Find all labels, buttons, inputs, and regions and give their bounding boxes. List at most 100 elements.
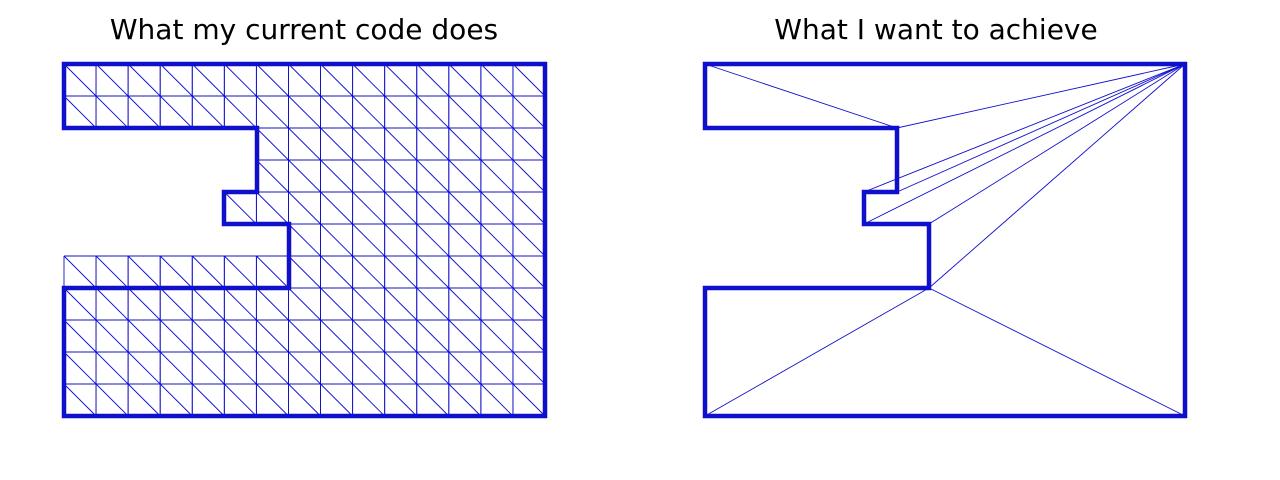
mesh-diagonal [191, 287, 225, 321]
mesh-diagonal [256, 383, 289, 417]
mesh-diagonal [416, 255, 450, 289]
mesh-diagonal [159, 255, 193, 289]
triangulation-edge [704, 63, 898, 129]
mesh-diagonal [224, 383, 257, 417]
mesh-diagonal [384, 383, 418, 417]
mesh-diagonal [127, 319, 161, 353]
mesh-diagonal [127, 63, 161, 97]
mesh-diagonal [416, 287, 450, 321]
mesh-diagonal [127, 255, 161, 289]
mesh-diagonal [95, 95, 129, 129]
mesh-diagonal [63, 383, 97, 417]
mesh-diagonal [448, 63, 482, 97]
mesh-diagonal [288, 127, 321, 161]
left-structured-mesh [63, 63, 546, 417]
mesh-diagonal [352, 383, 385, 417]
mesh-diagonal [288, 383, 321, 417]
mesh-diagonal [448, 223, 482, 257]
mesh-diagonal [416, 95, 450, 129]
mesh-diagonal [256, 319, 289, 353]
mesh-diagonal [320, 191, 353, 225]
mesh-diagonal [512, 351, 546, 385]
mesh-diagonal [480, 63, 514, 97]
mesh-diagonal [63, 95, 97, 129]
mesh-diagonal [480, 287, 514, 321]
mesh-diagonal [480, 383, 514, 417]
mesh-diagonal [352, 95, 385, 129]
mesh-diagonal [384, 287, 418, 321]
mesh-diagonal [416, 319, 450, 353]
mesh-diagonal [320, 287, 353, 321]
mesh-diagonal [512, 223, 546, 257]
mesh-diagonal [480, 255, 514, 289]
mesh-diagonal [63, 319, 97, 353]
mesh-diagonal [480, 351, 514, 385]
mesh-diagonal [224, 63, 257, 97]
triangulation-edge [863, 63, 1186, 193]
mesh-diagonal [384, 191, 418, 225]
mesh-diagonal [191, 319, 225, 353]
mesh-diagonal [352, 287, 385, 321]
mesh-diagonal [448, 383, 482, 417]
mesh-diagonal [191, 95, 225, 129]
triangulation-edge [896, 63, 1186, 129]
mesh-diagonal [256, 95, 289, 129]
mesh-diagonal [224, 287, 257, 321]
mesh-diagonal [288, 255, 321, 289]
mesh-diagonal [352, 127, 385, 161]
mesh-diagonal [384, 319, 418, 353]
mesh-diagonal [256, 191, 289, 225]
mesh-diagonal [256, 159, 289, 193]
mesh-diagonal [416, 223, 450, 257]
mesh-diagonal [159, 383, 193, 417]
right-domain-outline [702, 61, 1188, 419]
triangulation-edge [928, 63, 1186, 225]
mesh-diagonal [320, 319, 353, 353]
right-minimal-triangulation [704, 63, 1186, 417]
mesh-diagonal [320, 159, 353, 193]
mesh-diagonal [63, 63, 97, 97]
mesh-diagonal [256, 63, 289, 97]
mesh-diagonal [480, 319, 514, 353]
mesh-diagonal [256, 351, 289, 385]
mesh-diagonal [288, 351, 321, 385]
mesh-diagonal [448, 159, 482, 193]
mesh-diagonal [288, 95, 321, 129]
mesh-diagonal [352, 63, 385, 97]
mesh-diagonal [288, 191, 321, 225]
left-domain-outline [61, 61, 548, 419]
mesh-diagonal [416, 351, 450, 385]
triangulation-edge [928, 287, 1186, 417]
mesh-diagonal [320, 255, 353, 289]
mesh-diagonal [416, 383, 450, 417]
mesh-diagonal [480, 191, 514, 225]
mesh-diagonal [512, 63, 546, 97]
mesh-diagonal [320, 95, 353, 129]
mesh-diagonal [416, 191, 450, 225]
mesh-diagonal [127, 383, 161, 417]
mesh-diagonal [352, 191, 385, 225]
mesh-diagonal [448, 127, 482, 161]
mesh-diagonal [191, 255, 225, 289]
mesh-diagonal [512, 95, 546, 129]
mesh-diagonal [320, 63, 353, 97]
mesh-diagonal [384, 223, 418, 257]
mesh-diagonal [224, 95, 257, 129]
mesh-diagonal [448, 319, 482, 353]
mesh-diagonal [320, 383, 353, 417]
mesh-diagonal [448, 95, 482, 129]
mesh-diagonal [352, 255, 385, 289]
mesh-diagonal [288, 63, 321, 97]
mesh-diagonal [320, 127, 353, 161]
mesh-diagonal [352, 159, 385, 193]
mesh-diagonal [512, 287, 546, 321]
mesh-diagonal [191, 63, 225, 97]
mesh-diagonal [288, 159, 321, 193]
mesh-diagonal [224, 319, 257, 353]
mesh-diagonal [480, 127, 514, 161]
mesh-diagonal [384, 255, 418, 289]
mesh-diagonal [159, 319, 193, 353]
mesh-diagonal [352, 223, 385, 257]
mesh-diagonal [448, 255, 482, 289]
